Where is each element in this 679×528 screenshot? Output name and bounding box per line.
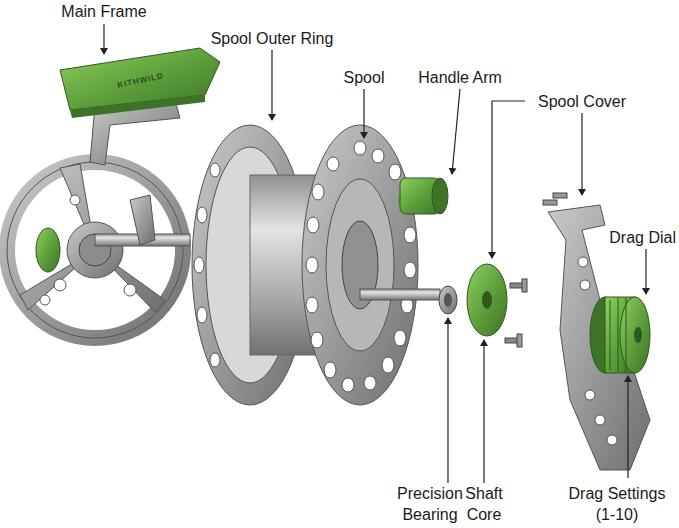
main-frame [7,48,220,338]
part-label: Drag Settings (1-10) [558,483,676,525]
part-label: Spool Cover [538,91,626,112]
part-label: Spool Outer Ring [211,28,334,49]
part-label: Precision Bearing [390,483,470,525]
leader-lines [104,24,646,483]
small-parts [439,264,527,347]
part-label: Handle Arm [418,67,502,88]
spool [192,125,448,405]
part-label: Main Frame [61,1,146,22]
part-label: Drag Dial [609,227,676,248]
part-label: Shaft Core [459,483,509,525]
part-label: Spool [344,67,385,88]
